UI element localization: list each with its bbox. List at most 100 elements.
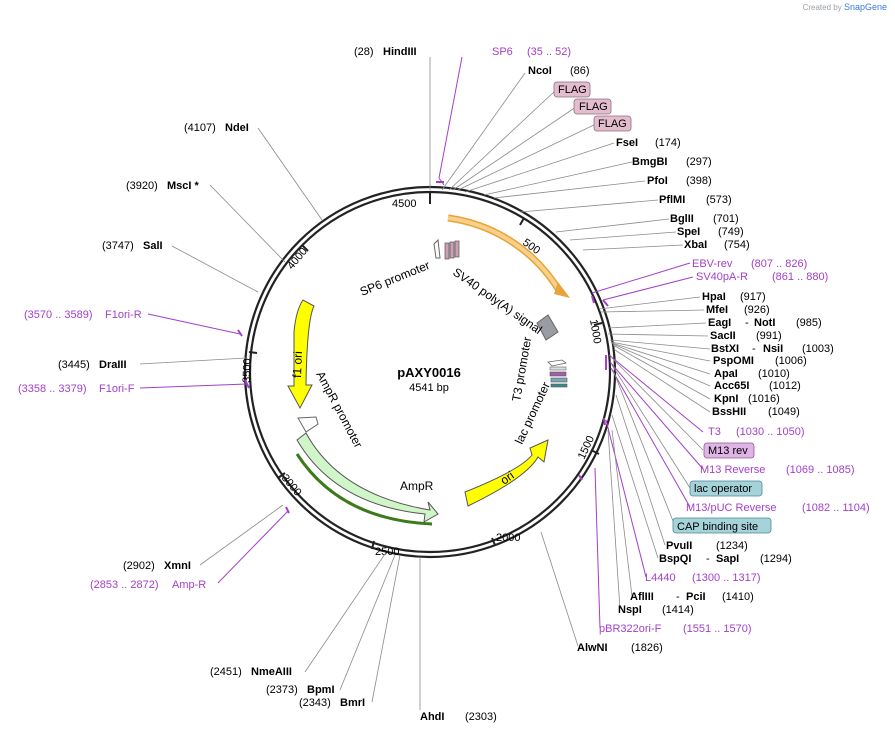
plasmid-length: 4541 bp: [409, 382, 449, 394]
site-ndei-pos: (4107): [184, 122, 216, 134]
site-sacii-pos: (991): [756, 330, 782, 342]
site-bsshii[interactable]: BssHII: [712, 406, 746, 418]
ampr-arrow[interactable]: [296, 432, 439, 523]
primer-sp6[interactable]: SP6: [492, 46, 513, 58]
site-mfei[interactable]: MfeI: [706, 304, 728, 316]
site-draiii[interactable]: DraIII: [99, 359, 127, 371]
site-xbai[interactable]: XbaI: [684, 239, 707, 251]
tick-3000: 3000: [279, 472, 304, 498]
tick-marks: [248, 192, 603, 550]
site-pflmi[interactable]: PflMI: [659, 194, 685, 206]
site-nsii[interactable]: NsiI: [763, 343, 783, 355]
site-bglii-pos: (701): [713, 213, 739, 225]
ampr-outer-arc: [295, 453, 433, 526]
site-bspqi-sep: -: [706, 553, 710, 565]
site-msci-pos: (3920): [126, 180, 158, 192]
site-noti[interactable]: NotI: [754, 317, 775, 329]
primer-pbr322ori-f[interactable]: pBR322ori-F: [599, 623, 662, 635]
site-kpni[interactable]: KpnI: [714, 393, 738, 405]
ampr-promoter-arrow: [297, 416, 319, 433]
primer-m13puc-reverse[interactable]: M13/pUC Reverse: [686, 502, 776, 514]
site-fsei-pos: (174): [655, 137, 681, 149]
flag-label-3: FLAG: [598, 118, 627, 130]
primer-amp-r[interactable]: Amp-R: [172, 579, 206, 591]
site-bmri[interactable]: BmrI: [340, 697, 365, 709]
site-hpai[interactable]: HpaI: [702, 291, 726, 303]
site-bpmi[interactable]: BpmI: [307, 684, 335, 696]
site-pfoi[interactable]: PfoI: [647, 175, 668, 187]
site-sali[interactable]: SalI: [143, 240, 163, 252]
site-msci[interactable]: MscI *: [167, 180, 200, 192]
site-acc65i[interactable]: Acc65I: [714, 380, 749, 392]
flag-label-2: FLAG: [579, 101, 608, 113]
site-hindiii[interactable]: HindIII: [383, 46, 417, 58]
primer-t3[interactable]: T3: [708, 426, 721, 438]
site-pvuii[interactable]: PvuII: [666, 540, 692, 552]
site-eagi-sep: -: [745, 317, 749, 329]
leader-lines: [139, 56, 711, 710]
primer-sv40pa-r[interactable]: SV40pA-R: [696, 271, 748, 283]
flag-box-3[interactable]: [593, 115, 632, 132]
site-nmeaiii[interactable]: NmeAIII: [251, 666, 292, 678]
site-acc65i-pos: (1012): [769, 380, 801, 392]
site-ahdi[interactable]: AhdI: [420, 711, 444, 723]
ampr-label: AmpR: [400, 479, 434, 493]
primer-pbr322ori-f-pos: (1551 .. 1570): [683, 623, 752, 635]
primer-marks: [237, 181, 609, 514]
site-xmni[interactable]: XmnI: [164, 560, 191, 572]
site-spei[interactable]: SpeI: [677, 226, 700, 238]
primer-f1ori-r[interactable]: F1ori-R: [105, 309, 142, 321]
site-bmgbi[interactable]: BmgBI: [632, 156, 667, 168]
primer-m13-reverse[interactable]: M13 Reverse: [700, 464, 765, 476]
site-pflmi-pos: (573): [706, 194, 732, 206]
site-mfei-pos: (926): [744, 304, 770, 316]
site-afliii[interactable]: AflIII: [630, 591, 654, 603]
site-nspi[interactable]: NspI: [618, 604, 642, 616]
site-fsei[interactable]: FseI: [616, 137, 638, 149]
site-bstxi-sep: -: [752, 343, 756, 355]
site-ncoi[interactable]: NcoI: [528, 65, 552, 77]
ampr-promoter-label: AmpR promoter: [313, 369, 365, 450]
cap-binding-box[interactable]: [672, 517, 772, 534]
site-pspomi[interactable]: PspOMI: [713, 355, 754, 367]
primer-l4440[interactable]: L4440: [645, 572, 676, 584]
sv40-polya-arrow-core: [447, 216, 562, 294]
site-sacii[interactable]: SacII: [710, 330, 736, 342]
primer-f1ori-f[interactable]: F1ori-F: [99, 383, 135, 395]
flag-box-2[interactable]: [573, 98, 612, 115]
site-bglii[interactable]: BglII: [670, 213, 694, 225]
sp6-promoter-label: SP6 promoter: [358, 258, 432, 299]
flag-box-1[interactable]: [553, 81, 591, 98]
primer-sp6-pos: (35 .. 52): [527, 46, 571, 58]
primer-amp-r-pos: (2853 .. 2872): [90, 579, 159, 591]
site-sapi[interactable]: SapI: [716, 553, 739, 565]
m13-rev-box[interactable]: [703, 442, 755, 459]
created-by-label: Created by: [802, 3, 842, 12]
snapgene-logo-text: SnapGene: [843, 2, 887, 12]
ori-arrow[interactable]: [464, 439, 549, 507]
site-nspi-pos: (1414): [662, 604, 694, 616]
site-pcii[interactable]: PciI: [686, 591, 706, 603]
site-apai[interactable]: ApaI: [714, 368, 738, 380]
site-draiii-pos: (3445): [58, 359, 90, 371]
flag-label-1: FLAG: [558, 84, 587, 96]
lac-operator-box[interactable]: [689, 480, 763, 497]
site-ncoi-pos: (86): [570, 65, 590, 77]
primer-ebv-rev-pos: (807 .. 826): [751, 258, 807, 270]
lac-operator-label: lac operator: [694, 483, 752, 495]
site-alwni[interactable]: AlwNI: [577, 642, 608, 654]
site-apai-pos: (1010): [758, 368, 790, 380]
site-pfoi-pos: (398): [686, 175, 712, 187]
f1-ori-arrow[interactable]: [287, 299, 315, 410]
site-eagi[interactable]: EagI: [708, 317, 731, 329]
site-kpni-pos: (1016): [748, 393, 780, 405]
m13-rev-label: M13 rev: [708, 445, 748, 457]
site-ndei[interactable]: NdeI: [225, 122, 249, 134]
grey-feature: [536, 314, 559, 341]
sp6-promoter-arrows: [433, 238, 460, 260]
site-bstxi[interactable]: BstXI: [711, 343, 739, 355]
site-bsshii-pos: (1049): [768, 406, 800, 418]
primer-ebv-rev[interactable]: EBV-rev: [692, 258, 733, 270]
site-bspqi[interactable]: BspQI: [659, 553, 691, 565]
